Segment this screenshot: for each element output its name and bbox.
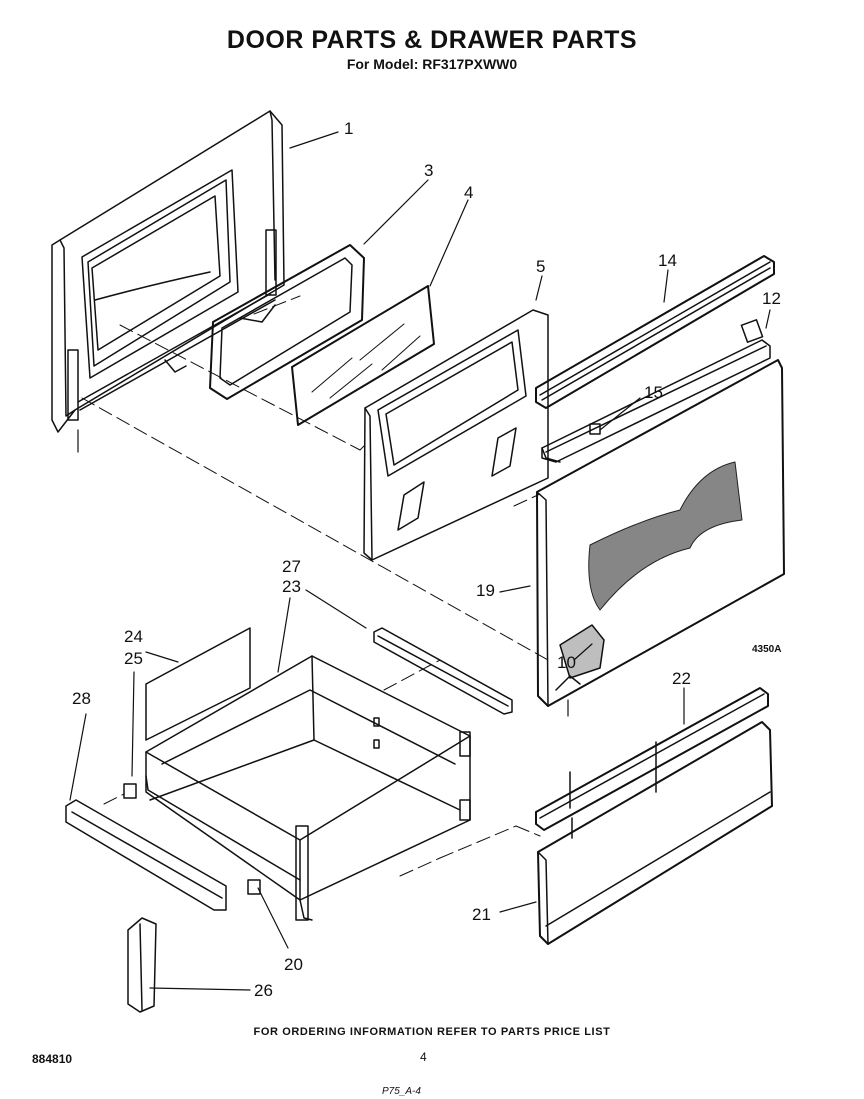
bottom-code: P75_A-4 bbox=[382, 1086, 421, 1097]
callout-23: 23 bbox=[282, 577, 301, 596]
door-inner-panel bbox=[364, 310, 548, 560]
drawer-end-cap bbox=[128, 918, 156, 1012]
callout-10: 10 bbox=[557, 653, 576, 672]
drawer-back-insulation bbox=[146, 628, 250, 740]
diagram-code: 4350A bbox=[752, 644, 781, 655]
callout-28: 28 bbox=[72, 689, 91, 708]
callout-25: 25 bbox=[124, 649, 143, 668]
callout-19: 19 bbox=[476, 581, 495, 600]
document-number: 884810 bbox=[32, 1052, 73, 1066]
callout-24: 24 bbox=[124, 627, 143, 646]
drawer-front-panel bbox=[538, 722, 772, 944]
drawer-slide-rail bbox=[374, 628, 512, 714]
drawer-panel-mounting-strip bbox=[536, 688, 768, 838]
callout-20: 20 bbox=[284, 955, 303, 974]
callout-1: 1 bbox=[344, 119, 353, 138]
door-outer-face bbox=[537, 360, 784, 706]
callout-4: 4 bbox=[464, 183, 473, 202]
callout-14: 14 bbox=[658, 251, 677, 270]
page-title: DOOR PARTS & DRAWER PARTS bbox=[226, 26, 638, 54]
page-number: 4 bbox=[420, 1050, 427, 1064]
callout-3: 3 bbox=[424, 161, 433, 180]
callout-27: 27 bbox=[282, 557, 301, 576]
door-outer-panel bbox=[52, 111, 284, 432]
ordering-information-note: FOR ORDERING INFORMATION REFER TO PARTS … bbox=[253, 1026, 611, 1038]
callout-26: 26 bbox=[254, 981, 273, 1000]
callout-numbers: 1 3 4 5 14 12 15 19 10 22 21 20 27 23 24… bbox=[72, 119, 781, 1000]
drawer-body bbox=[146, 656, 470, 920]
callout-21: 21 bbox=[472, 905, 491, 924]
callout-12: 12 bbox=[762, 289, 781, 308]
door-window-glass bbox=[292, 286, 434, 425]
callout-22: 22 bbox=[672, 669, 691, 688]
callout-leader-lines bbox=[70, 132, 770, 990]
alignment-dashed-lines bbox=[82, 296, 548, 876]
vent-channel bbox=[542, 320, 770, 462]
callout-5: 5 bbox=[536, 257, 545, 276]
drawer-front-rail bbox=[66, 776, 308, 920]
door-top-trim bbox=[536, 256, 774, 408]
door-gasket bbox=[210, 245, 364, 399]
model-subtitle: For Model: RF317PXWW0 bbox=[346, 56, 518, 72]
callout-15: 15 bbox=[644, 383, 663, 402]
drawer-rail-clips bbox=[124, 784, 260, 894]
